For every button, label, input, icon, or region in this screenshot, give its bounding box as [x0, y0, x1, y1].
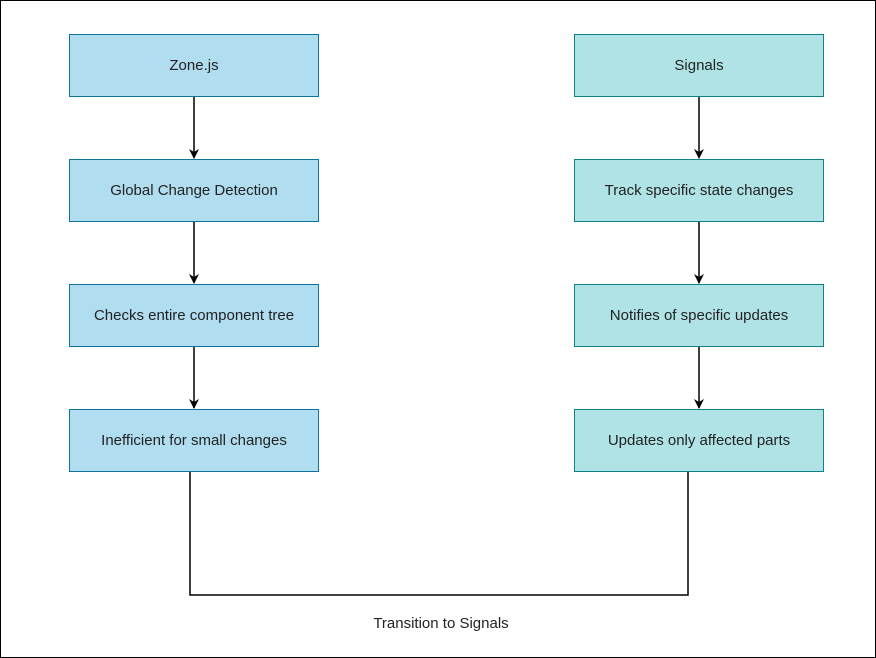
- node-label: Track specific state changes: [604, 181, 794, 199]
- node-label: Notifies of specific updates: [609, 306, 789, 324]
- node-signals: Signals: [574, 34, 824, 97]
- node-label: Checks entire component tree: [93, 306, 295, 324]
- node-label: Global Change Detection: [110, 181, 278, 199]
- transition-connector: [189, 472, 689, 596]
- node-label: Signals: [674, 56, 724, 74]
- node-label: Zone.js: [169, 56, 219, 74]
- node-track-state-changes: Track specific state changes: [574, 159, 824, 222]
- node-label: Inefficient for small changes: [101, 431, 287, 449]
- node-inefficient: Inefficient for small changes: [69, 409, 319, 472]
- transition-label: Transition to Signals: [373, 615, 509, 632]
- node-global-change-detection: Global Change Detection: [69, 159, 319, 222]
- node-zonejs: Zone.js: [69, 34, 319, 97]
- node-checks-entire-tree: Checks entire component tree: [69, 284, 319, 347]
- node-notifies-updates: Notifies of specific updates: [574, 284, 824, 347]
- node-label: Updates only affected parts: [607, 431, 791, 449]
- node-updates-affected-parts: Updates only affected parts: [574, 409, 824, 472]
